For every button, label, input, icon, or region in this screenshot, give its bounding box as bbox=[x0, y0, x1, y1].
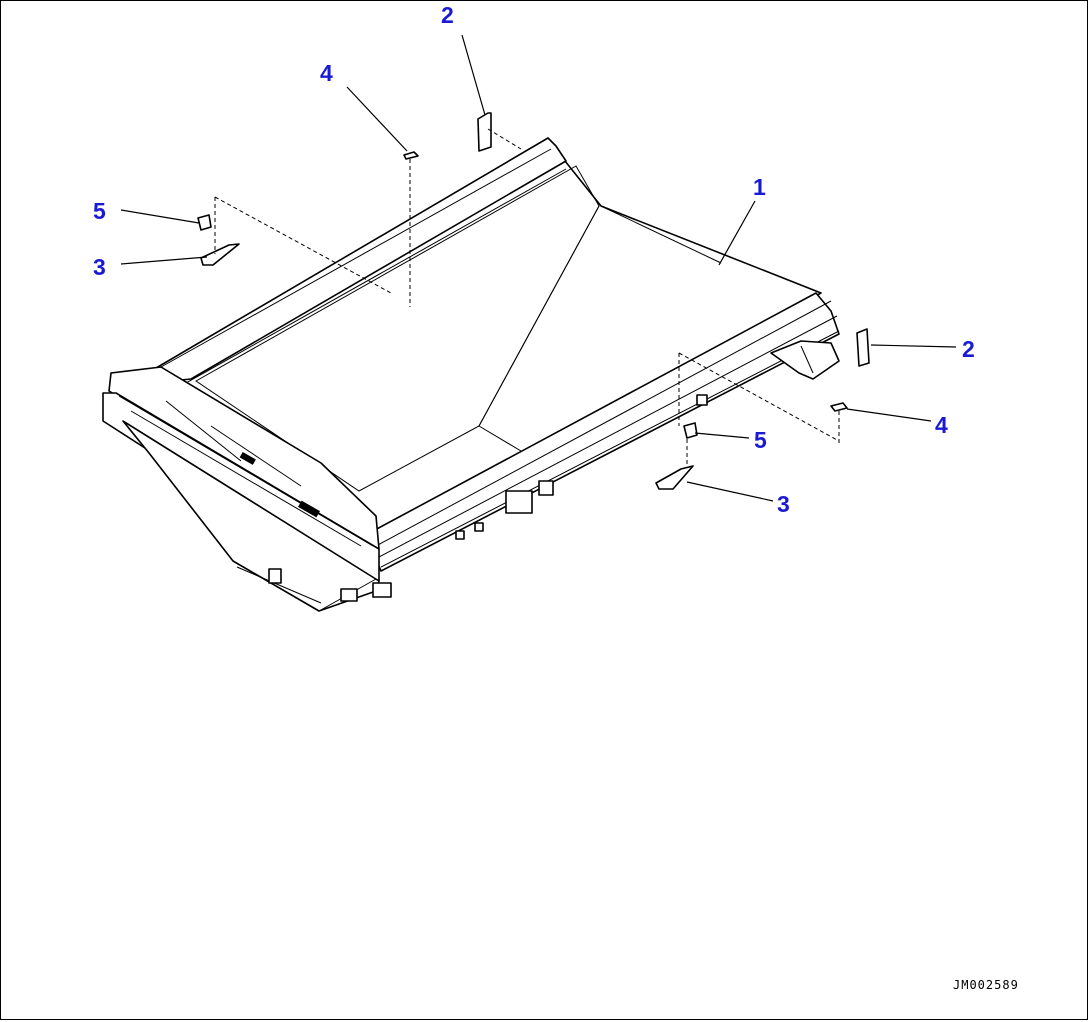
callout-3-right: 3 bbox=[777, 491, 790, 517]
right-parts bbox=[655, 328, 870, 490]
rear-hinge-bracket bbox=[770, 340, 840, 380]
callout-2-right: 2 bbox=[962, 336, 975, 362]
drawing-number: JM002589 bbox=[953, 978, 1019, 992]
callout-4-right: 4 bbox=[935, 412, 948, 438]
dump-body bbox=[102, 137, 840, 612]
plate-right bbox=[655, 465, 694, 490]
leader-lines bbox=[120, 34, 957, 502]
callout-4-top: 4 bbox=[320, 60, 333, 86]
callouts: 2 4 5 3 1 2 4 5 3 bbox=[93, 2, 975, 517]
pad-top-left bbox=[477, 112, 492, 152]
stopper-left bbox=[197, 214, 212, 231]
callout-1: 1 bbox=[753, 174, 766, 200]
shim-top-left bbox=[403, 151, 419, 160]
callout-5-right: 5 bbox=[754, 427, 767, 453]
pad-right bbox=[856, 328, 870, 367]
callout-3-left: 3 bbox=[93, 254, 106, 280]
callout-2-top: 2 bbox=[441, 2, 454, 28]
callout-5-left: 5 bbox=[93, 198, 106, 224]
plate-left bbox=[200, 243, 240, 266]
shim-right bbox=[830, 402, 848, 412]
stopper-right bbox=[683, 422, 698, 439]
left-parts bbox=[197, 112, 522, 307]
